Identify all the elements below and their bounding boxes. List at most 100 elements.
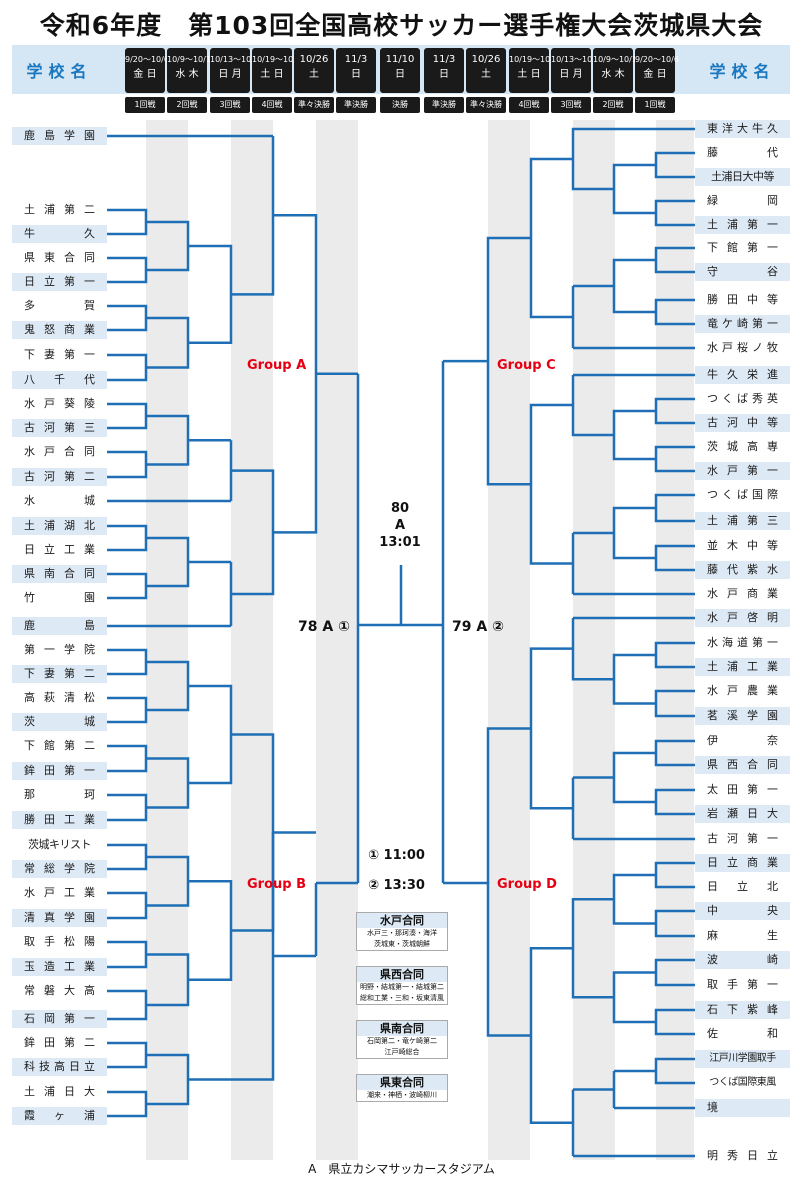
right-team-25: 伊奈	[707, 734, 778, 747]
bracket-segment-3	[107, 353, 148, 382]
right-team-34: 波崎	[695, 951, 790, 969]
right-team-31: 日立北	[707, 880, 778, 893]
school-name-header-left: 学校名	[26, 61, 93, 81]
left-team-37: 土浦日大	[24, 1085, 95, 1098]
bracket-segment-25	[107, 696, 148, 724]
left-team-28: 常総学院	[12, 860, 107, 878]
left-team-20: 下妻第二	[12, 665, 107, 683]
date-text: 10/26	[299, 54, 329, 65]
weekday-text: 日	[439, 69, 449, 80]
date-text: 9/20〜10/6	[125, 55, 169, 64]
left-team-6: 鬼怒商業	[12, 321, 107, 339]
bracket-segment-68	[571, 375, 614, 437]
right-team-16: 土浦第三	[695, 512, 790, 530]
bracket-segment-80	[654, 861, 695, 889]
bracket-segment-101	[529, 647, 573, 810]
left-team-18: 鹿島	[12, 617, 107, 635]
weekday-text: 日	[351, 69, 361, 80]
bracket-segment-29	[107, 891, 148, 920]
date-text: 9/20〜10/6	[635, 55, 679, 64]
bracket-segment-62	[612, 506, 656, 560]
final-venue: A	[394, 518, 406, 533]
left-team-21: 高萩清松	[24, 691, 95, 704]
round-label: 4回戦	[252, 97, 292, 113]
right-team-21: 水海道第一	[707, 636, 778, 649]
right-team-32: 中央	[695, 902, 790, 920]
combined-box-title: 県西合同	[357, 967, 447, 982]
left-team-17: 竹園	[24, 591, 95, 604]
bracket-segment-10	[146, 414, 190, 466]
left-team-23: 下館第二	[24, 739, 95, 752]
bracket-segment-31	[107, 989, 148, 1021]
right-team-19: 水戸商業	[707, 587, 778, 600]
left-team-32: 玉造工業	[12, 958, 107, 976]
group-b-label: Group B	[247, 877, 307, 892]
semifinal-left-label: 78 A ①	[298, 619, 350, 635]
date-text: 11/3	[432, 54, 456, 65]
bracket-segment-72	[529, 157, 573, 319]
bracket-segment-88	[612, 971, 656, 1024]
left-team-16: 県南合同	[12, 565, 107, 583]
bracket-segment-2	[107, 304, 148, 332]
bracket-segment-6	[107, 524, 148, 552]
combined-box-0: 水戸合同水戸三・那珂湊・海洋茨城東・茨城朝鮮	[356, 912, 448, 951]
right-team-2: 土浦日大中等	[695, 168, 790, 186]
left-team-15: 日立工業	[24, 543, 95, 556]
date-text: 11/3	[344, 54, 368, 65]
bracket-segment-32	[107, 1041, 148, 1069]
bracket-segment-59	[612, 163, 656, 215]
semifinal-right-label: 79 A ②	[452, 619, 504, 635]
right-team-28: 岩瀬日大	[695, 805, 790, 823]
left-team-24: 鉾田第一	[12, 762, 107, 780]
bracket-segment-97	[571, 898, 614, 999]
bracket-segment-20	[231, 136, 275, 296]
bracket-segment-36	[146, 855, 190, 907]
bracket-segment-57	[654, 493, 695, 523]
bracket-segment-102	[529, 947, 573, 1124]
weekday-text: 水 木	[175, 69, 199, 80]
round-label: 1回戦	[125, 97, 165, 113]
bracket-segment-51	[654, 151, 695, 179]
left-team-0: 鹿島学園	[12, 127, 107, 145]
left-team-33: 常磐大高	[24, 984, 95, 997]
date-text: 10/9〜10/10	[593, 55, 643, 64]
bracket-segment-77	[654, 689, 695, 718]
group-c-label: Group C	[497, 358, 556, 373]
left-team-8: 八千代	[12, 371, 107, 389]
left-team-29: 水戸工業	[24, 886, 95, 899]
bracket-segment-73	[529, 403, 573, 565]
right-team-30: 日立商業	[695, 854, 790, 872]
left-team-22: 茨城	[12, 713, 107, 731]
weekday-text: 土	[309, 69, 319, 80]
weekday-text: 土 日	[260, 69, 284, 80]
bracket-segment-52	[654, 199, 695, 227]
right-team-6: 守谷	[695, 263, 790, 281]
page-title: 令和6年度 第103回全国高校サッカー選手権大会茨城県大会	[39, 11, 764, 40]
left-team-11: 水戸合同	[24, 445, 95, 458]
final-time: 13:01	[379, 535, 421, 550]
bracket-segment-43	[231, 832, 275, 1081]
left-team-9: 水戸葵陵	[24, 397, 95, 410]
left-team-3: 県東合同	[24, 251, 95, 264]
right-team-39: つくば国際東風	[709, 1077, 776, 1088]
bracket-segment-84	[654, 1057, 695, 1085]
final-info: 80 A 13:01	[360, 500, 440, 551]
weekday-text: 日 月	[559, 69, 583, 80]
left-team-7: 下妻第一	[24, 348, 95, 361]
right-team-35: 取手第一	[707, 978, 778, 991]
combined-box-3: 県東合同潮来・神栖・波崎柳川	[356, 1074, 448, 1102]
bracket-segment-53	[654, 246, 695, 274]
date-cell: 10/26 土	[294, 48, 334, 93]
date-cell: 11/3 日	[336, 48, 376, 93]
right-team-26: 県西合同	[695, 756, 790, 774]
